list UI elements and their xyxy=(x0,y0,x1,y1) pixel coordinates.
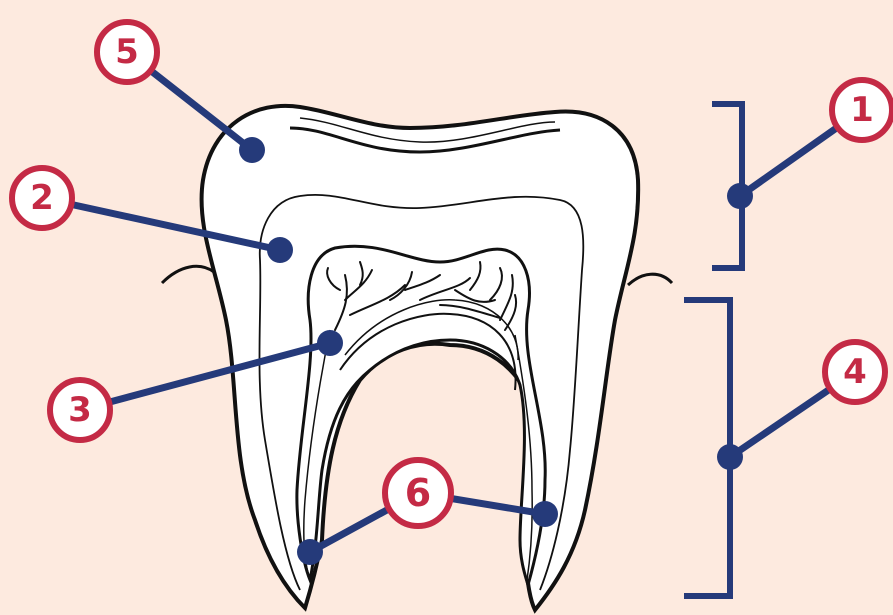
badge-2-text: 2 xyxy=(30,178,54,218)
badge-3: 3 xyxy=(50,380,110,440)
badge-5: 5 xyxy=(97,22,157,82)
dot-2 xyxy=(267,237,293,263)
dot-3 xyxy=(317,330,343,356)
dot-5 xyxy=(239,137,265,163)
badge-4: 4 xyxy=(825,342,885,402)
dot-6b xyxy=(532,501,558,527)
dot-4 xyxy=(717,444,743,470)
badge-1-text: 1 xyxy=(850,90,874,130)
dot-6a xyxy=(297,539,323,565)
badge-6-text: 6 xyxy=(405,471,431,515)
dot-1 xyxy=(727,183,753,209)
badge-2: 2 xyxy=(12,168,72,228)
badge-3-text: 3 xyxy=(68,390,92,430)
badge-1: 1 xyxy=(832,80,892,140)
badge-5-text: 5 xyxy=(115,32,139,72)
badge-4-text: 4 xyxy=(843,352,867,392)
badge-6: 6 xyxy=(385,460,451,526)
